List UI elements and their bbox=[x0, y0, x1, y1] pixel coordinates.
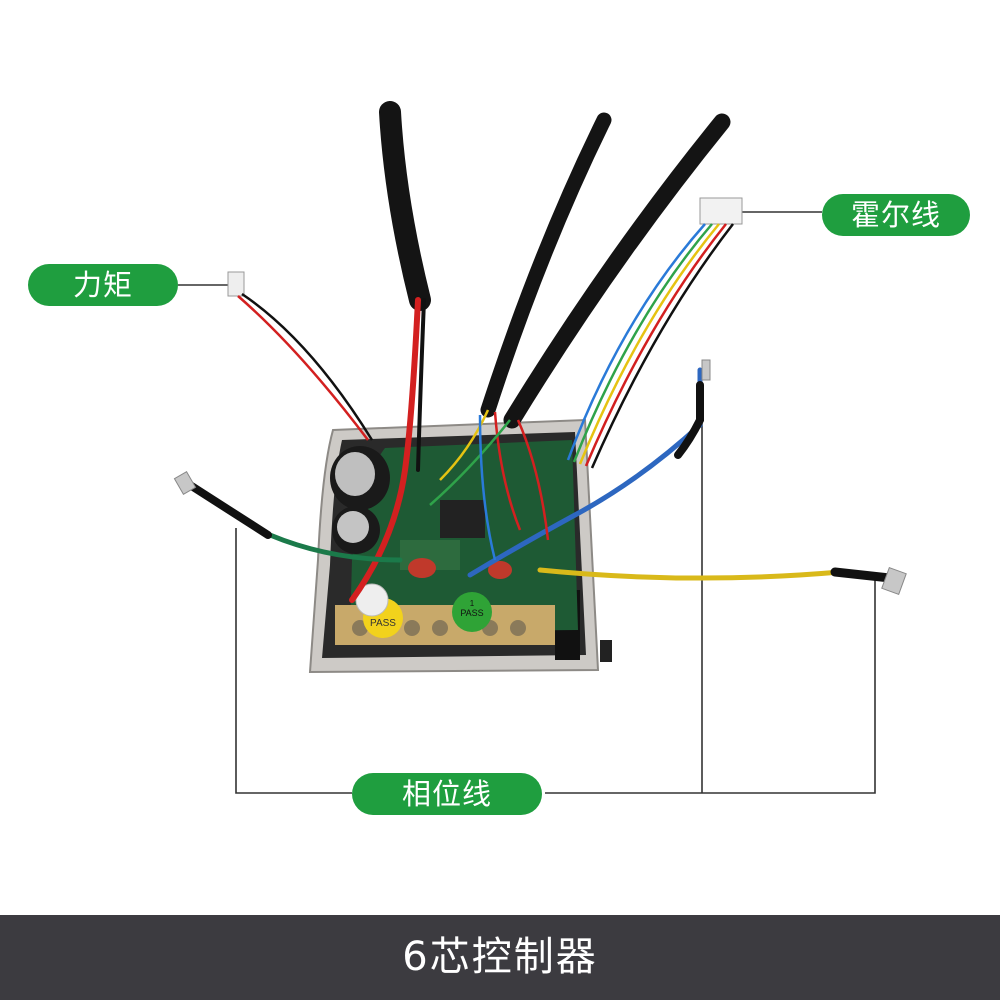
controller-photo: PASS 1 PASS bbox=[173, 101, 907, 794]
phase-wires bbox=[182, 367, 895, 583]
pcb-board bbox=[335, 440, 578, 645]
pass-sticker-yellow: PASS bbox=[370, 618, 396, 629]
hall-connector bbox=[566, 197, 743, 469]
label-torque: 力矩 bbox=[28, 264, 178, 306]
internal-wires bbox=[429, 409, 550, 561]
pass-sticker-green: PASS bbox=[460, 608, 483, 618]
capacitors bbox=[330, 446, 390, 554]
black-cables bbox=[379, 101, 731, 429]
footer-title: 6芯控制器 bbox=[0, 915, 1000, 1000]
label-phase: 相位线 bbox=[352, 773, 542, 815]
pass-stickers: PASS 1 PASS bbox=[355, 583, 492, 638]
torque-connector bbox=[227, 271, 374, 441]
label-hall: 霍尔线 bbox=[822, 194, 970, 236]
leader-lines bbox=[178, 211, 876, 794]
chip bbox=[440, 500, 485, 538]
phase-terminals bbox=[173, 359, 907, 596]
pass-sticker-green-number: 1 bbox=[470, 599, 475, 608]
